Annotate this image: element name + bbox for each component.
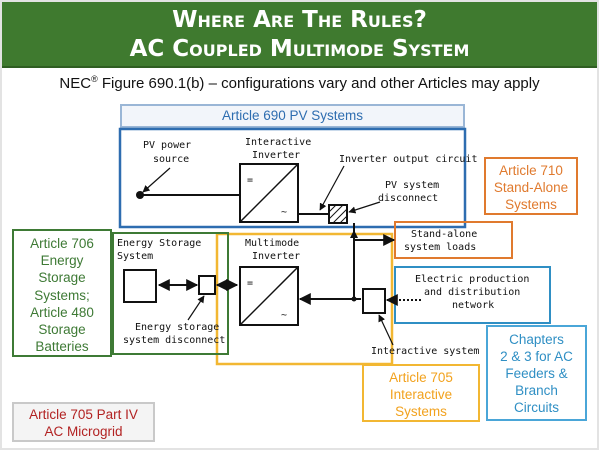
article-706-line: Systems; xyxy=(34,287,90,303)
inverter-dc-symbol: = xyxy=(247,175,253,186)
subtitle-nec: NEC xyxy=(59,75,92,92)
title-bar: Where Are The Rules? AC Coupled Multimod… xyxy=(2,2,597,68)
article-705-part-iv-label: Article 705 Part IV AC Microgrid xyxy=(12,402,155,442)
article-705-label: Article 705 Interactive Systems xyxy=(362,364,480,422)
stand-alone-loads-wire xyxy=(353,234,396,256)
chapters-label: Chapters 2 & 3 for AC Feeders & Branch C… xyxy=(486,325,587,421)
title-line-1: Where Are The Rules? xyxy=(172,7,427,33)
multimode-ac-symbol: ~ xyxy=(281,310,287,321)
pv-disconnect-symbol xyxy=(328,204,348,224)
pv-disconnect-arrow xyxy=(348,201,381,214)
inverter-output-circuit-text: Inverter output circuit xyxy=(339,154,477,165)
pv-source-arrow xyxy=(142,167,171,193)
article-706-line: Article 706 xyxy=(30,236,94,251)
article-705-iv-line: AC Microgrid xyxy=(44,424,123,439)
pv-disconnect-hatch xyxy=(332,208,348,224)
article-706-line: Article 480 xyxy=(30,304,94,320)
pv-disconnect-hatch xyxy=(339,215,348,224)
pv-system-boundary xyxy=(118,127,467,229)
multimode-inverter-slash xyxy=(239,266,299,326)
inverter-output-arrow xyxy=(319,165,345,211)
article-706-line: Batteries xyxy=(35,339,89,355)
article-710-line: Article 710 xyxy=(499,163,563,178)
interactive-system-arrow xyxy=(378,314,394,346)
interactive-system-text: Interactive system xyxy=(371,346,479,357)
article-690-label: Article 690 PV Systems xyxy=(120,104,465,128)
energy-storage-boundary xyxy=(112,232,229,355)
article-706-line: Storage xyxy=(38,270,86,286)
multimode-dc-symbol: = xyxy=(247,278,253,289)
chapters-line: Feeders & xyxy=(505,366,568,381)
inverter-ac-symbol: ~ xyxy=(281,207,287,218)
title-line-2: AC Coupled Multimode System xyxy=(129,36,470,62)
chapters-line: Circuits xyxy=(513,400,559,415)
article-710-line: Stand-Alone xyxy=(493,180,569,195)
interactive-disconnect-box xyxy=(362,288,386,314)
subtitle-text: Figure 690.1(b) – configurations vary an… xyxy=(97,75,540,92)
pv-disconnect-hatch xyxy=(328,204,344,220)
ac-bus-arrowhead xyxy=(350,230,358,238)
chapters-line: Chapters xyxy=(509,332,564,347)
chapters-line: 2 & 3 for AC xyxy=(500,349,573,364)
energy-storage-box xyxy=(123,269,157,303)
article-705-iv-line: Article 705 Part IV xyxy=(29,407,138,422)
article-705-line: Systems xyxy=(395,404,447,419)
article-706-line: Energy xyxy=(40,253,84,269)
article-705-line: Article 705 xyxy=(389,370,453,385)
interactive-inverter-slash xyxy=(239,163,299,223)
storage-disconnect-arrow xyxy=(187,295,205,321)
bus-junction-dot xyxy=(351,296,357,302)
interactive-system-boundary xyxy=(215,232,394,366)
article-710-label: Article 710 Stand-Alone Systems xyxy=(484,157,578,215)
article-705-line: Interactive xyxy=(389,387,453,402)
energy-storage-disconnect-box xyxy=(198,275,216,295)
article-710-line: Systems xyxy=(505,197,557,212)
article-706-line: Storage xyxy=(38,322,86,338)
registered-mark: ® xyxy=(91,74,98,84)
subtitle: NEC® Figure 690.1(b) – configurations va… xyxy=(2,74,597,92)
article-706-label: Article 706 Energy Storage Systems; Arti… xyxy=(12,229,112,357)
chapters-line: Branch xyxy=(515,383,558,398)
pv-disconnect-hatch xyxy=(328,204,337,213)
